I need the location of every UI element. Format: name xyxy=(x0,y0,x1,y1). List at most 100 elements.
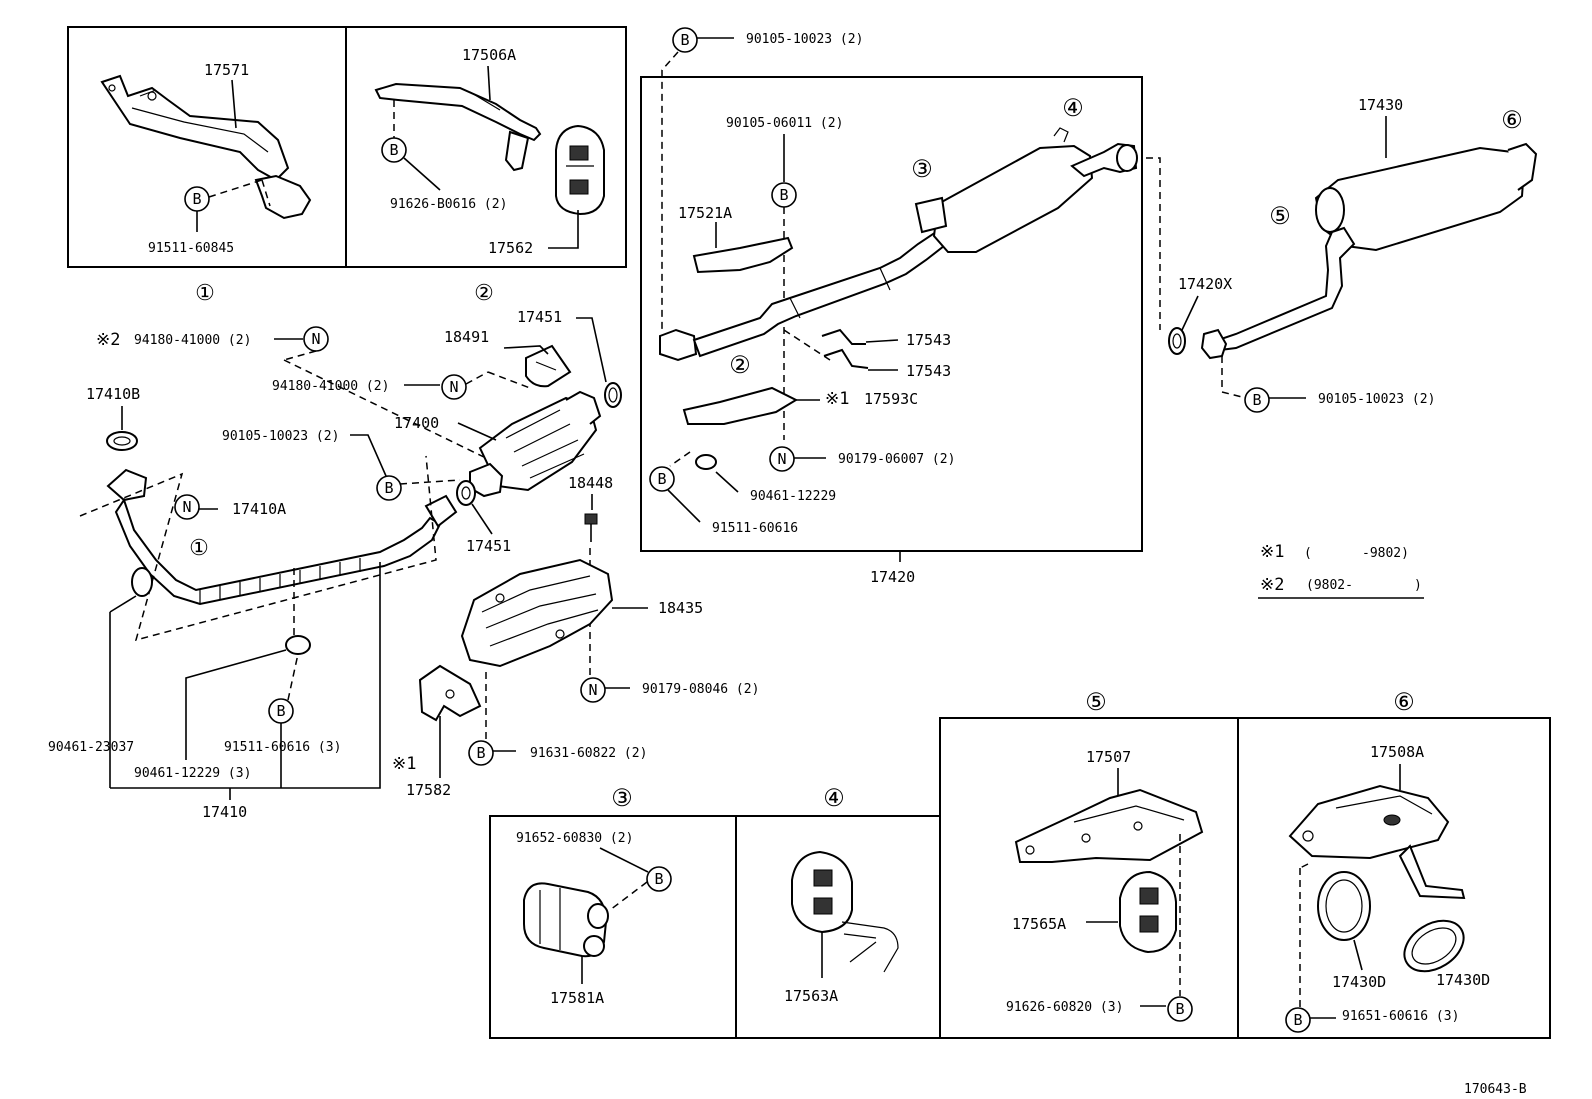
panel-6-callout: ⑥ xyxy=(1393,688,1415,716)
callout-6-top: ⑥ xyxy=(1501,106,1523,134)
bolt-marker-91631-60822 xyxy=(468,740,494,766)
bolt-marker-letter: B xyxy=(389,141,398,159)
bolt-marker-letter: B xyxy=(1175,1000,1184,1018)
part-17565A-hanger[interactable] xyxy=(1119,870,1177,954)
part-17571-drawing[interactable] xyxy=(100,74,312,220)
note-2-mark: ※2 xyxy=(96,330,120,350)
bolt-marker-letter: B xyxy=(657,470,666,488)
part-18448-bolt[interactable] xyxy=(584,513,598,542)
label-90461-12229-a: 90461-12229 (3) xyxy=(134,766,251,781)
part-90461-12229-b-clamp[interactable] xyxy=(695,454,717,470)
label-18448: 18448 xyxy=(568,474,613,492)
label-17582: 17582 xyxy=(406,781,451,799)
bolt-marker-letter: B xyxy=(680,31,689,49)
callout-2-center: ② xyxy=(729,351,751,379)
part-17430-tail-pipe[interactable] xyxy=(1200,142,1538,360)
label-17543-a: 17543 xyxy=(906,331,951,349)
bolt-marker-letter: B xyxy=(779,186,788,204)
label-17430D-a: 17430D xyxy=(1332,973,1386,991)
panel-2-callout: ② xyxy=(474,281,494,306)
label-17565A: 17565A xyxy=(1012,915,1066,933)
label-91511-60616-a: 91511-60616 (3) xyxy=(224,740,341,755)
bolt-marker-letter: B xyxy=(1293,1011,1302,1029)
bolt-marker-91626-b0616 xyxy=(381,137,407,163)
label-17420X: 17420X xyxy=(1178,275,1232,293)
part-17430D-b-gasket[interactable] xyxy=(1395,910,1473,981)
label-18491: 18491 xyxy=(444,328,489,346)
part-17543-a-hanger[interactable] xyxy=(821,328,866,345)
part-17563A-hand-icon xyxy=(841,921,899,973)
label-90105-10023-a: 90105-10023 (2) xyxy=(222,429,339,444)
panel-3-callout: ③ xyxy=(611,784,633,812)
label-17410A: 17410A xyxy=(232,500,286,518)
label-94180-41000-b: 94180-41000 (2) xyxy=(272,379,389,394)
part-17410B-gasket[interactable] xyxy=(106,431,138,451)
label-17507: 17507 xyxy=(1086,748,1131,766)
bolt-marker-91511-60616-b xyxy=(649,466,675,492)
label-17506A: 17506A xyxy=(462,46,516,64)
part-17508A-bracket[interactable] xyxy=(1288,784,1466,900)
nut-marker-letter: N xyxy=(449,378,458,396)
label-17571: 17571 xyxy=(204,61,249,79)
part-18491-drawing[interactable] xyxy=(525,344,572,388)
label-90179-06007: 90179-06007 (2) xyxy=(838,452,955,467)
label-17543-b: 17543 xyxy=(906,362,951,380)
label-17563A: 17563A xyxy=(784,987,838,1005)
bolt-marker-90105-10023-b xyxy=(672,27,698,53)
label-17400: 17400 xyxy=(394,414,439,432)
note-1-mark: ※1 xyxy=(1260,542,1284,562)
note-2-close: ) xyxy=(1414,578,1422,593)
part-17420X-gasket[interactable] xyxy=(1168,327,1186,355)
label-90105-10023-c: 90105-10023 (2) xyxy=(1318,392,1435,407)
part-17507-bracket[interactable] xyxy=(1014,788,1204,863)
panel-4-callout: ④ xyxy=(823,784,845,812)
callout-4-top: ④ xyxy=(1062,94,1084,122)
panel-2-box xyxy=(345,26,627,268)
nut-marker-letter: N xyxy=(588,681,597,699)
part-18435-heat-insulator[interactable] xyxy=(460,558,614,668)
part-90461-23037-clamp[interactable] xyxy=(131,567,153,597)
bolt-marker-letter: B xyxy=(384,479,393,497)
part-17563A-hanger[interactable] xyxy=(791,850,853,934)
part-17410-front-pipe[interactable] xyxy=(106,468,458,606)
part-17521A-heat-insulator[interactable] xyxy=(692,236,794,274)
bolt-marker-letter: B xyxy=(1252,391,1261,409)
part-17562-drawing[interactable] xyxy=(555,124,605,216)
part-17420-center-pipe[interactable] xyxy=(659,127,1138,362)
part-17451-b-gasket[interactable] xyxy=(456,480,476,506)
label-17410B: 17410B xyxy=(86,385,140,403)
label-91652-60830: 91652-60830 (2) xyxy=(516,831,633,846)
label-91651-60616: 91651-60616 (3) xyxy=(1342,1009,1459,1024)
part-90461-12229-clamp[interactable] xyxy=(285,635,311,655)
panel-1-callout: ① xyxy=(195,281,215,306)
label-17410: 17410 xyxy=(202,803,247,821)
bolt-marker-90105-10023-a xyxy=(376,475,402,501)
label-17420: 17420 xyxy=(870,568,915,586)
part-17543-b-hanger[interactable] xyxy=(823,348,869,369)
callout-5-top: ⑤ xyxy=(1269,202,1291,230)
nut-marker-90179-06007 xyxy=(769,446,795,472)
part-17451-a-gasket[interactable] xyxy=(604,382,622,408)
label-90105-10023-b: 90105-10023 (2) xyxy=(746,32,863,47)
label-17521A: 17521A xyxy=(678,204,732,222)
panel-6-box xyxy=(1237,717,1551,1039)
note-1-open: ( xyxy=(1304,546,1312,561)
label-91511-60845: 91511-60845 xyxy=(148,241,234,256)
callout-17410A-1: ① xyxy=(189,536,209,561)
label-90461-23037: 90461-23037 xyxy=(48,740,134,755)
panel-17420-box xyxy=(640,76,1143,552)
bolt-marker-91626-60820 xyxy=(1167,996,1193,1022)
label-17508A: 17508A xyxy=(1370,743,1424,761)
bolt-marker-90105-10023-c xyxy=(1244,387,1270,413)
part-17581A-hanger[interactable] xyxy=(523,882,609,958)
bolt-marker-91651-60616 xyxy=(1285,1007,1311,1033)
note-1-mark-17593C: ※1 xyxy=(825,389,849,409)
label-91626-b0616: 91626-B0616 (2) xyxy=(390,197,507,212)
part-17506A-drawing[interactable] xyxy=(374,82,542,172)
note-1-mark-17582: ※1 xyxy=(392,754,416,774)
part-17593C-heat-insulator[interactable] xyxy=(682,386,799,425)
part-17582-bracket[interactable] xyxy=(418,664,482,722)
callout-3: ③ xyxy=(911,155,933,183)
diagram-reference: 170643-B xyxy=(1464,1082,1527,1097)
label-17451-a: 17451 xyxy=(517,308,562,326)
